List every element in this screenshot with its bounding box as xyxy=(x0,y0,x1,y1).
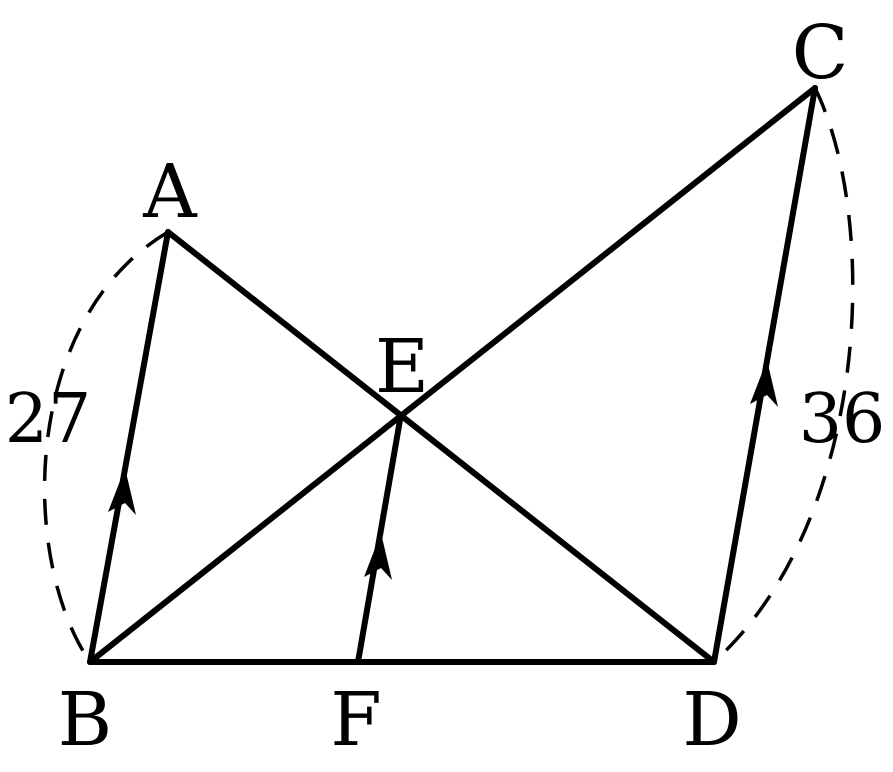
length-label-cd: 36 xyxy=(799,380,886,459)
label-point-c: C xyxy=(792,10,849,96)
label-point-e: E xyxy=(375,324,429,410)
arrow-marker-ef xyxy=(364,533,392,580)
arrow-marker-ab xyxy=(108,468,136,515)
arrow-marker-cd xyxy=(750,360,778,407)
length-label-ab: 27 xyxy=(5,380,92,459)
label-point-d: D xyxy=(682,677,741,763)
segment-bc xyxy=(87,85,818,665)
segment-ab xyxy=(87,229,171,665)
label-point-b: B xyxy=(58,677,112,763)
arc-ab xyxy=(42,230,169,663)
label-point-a: A xyxy=(142,149,198,235)
segment-ad xyxy=(165,229,717,665)
arc-cd xyxy=(712,87,855,664)
label-point-f: F xyxy=(330,677,381,763)
